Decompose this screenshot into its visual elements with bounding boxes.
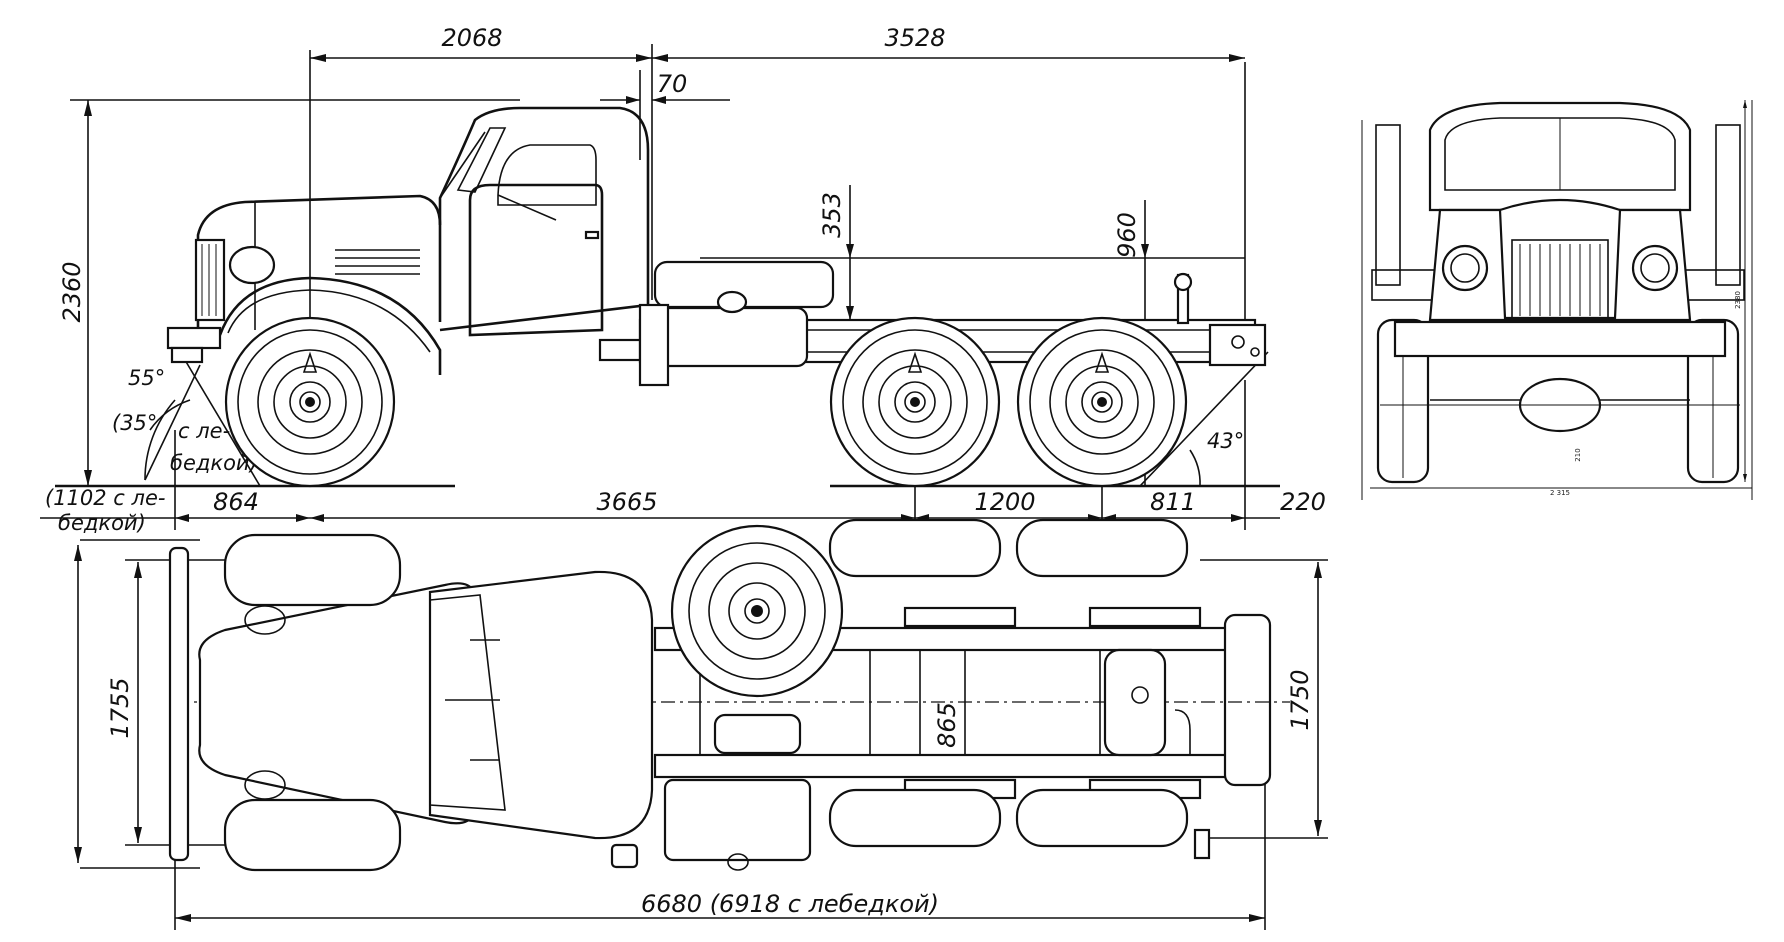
departure-angle: 43° [1139,351,1269,487]
dim-2068: 2068 [441,24,502,52]
front-view: 2380 2 315 210 [1361,100,1753,500]
tyre-top-right-1 [828,788,1002,848]
angle-55: 55° [128,366,165,390]
winch-note-2: бедкой) [170,451,258,475]
side-view: 2068 3528 70 2360 353 [40,24,1326,535]
top-view: 1755 1750 6680 (6918 с лебедкой) 865 [74,518,1328,930]
top-cab [168,533,654,872]
front-wheel [224,316,396,488]
top-tyres [828,518,1189,848]
dim-865: 865 [933,702,961,748]
dim-70: 70 [657,70,688,98]
rear-wheel-1 [829,316,1001,488]
tyre-top-left-1 [828,518,1002,578]
grille-bars [1519,244,1601,316]
dim-1200: 1200 [974,488,1035,516]
approach-angle: 55° (35° с ле- бедкой) [112,354,261,487]
dim-811: 811 [1150,488,1196,516]
cab-gap-dimension: 70 [600,70,730,160]
tyre-top-left-2 [1015,518,1189,578]
angle-43: 43° [1207,429,1244,453]
tyre-top-right-2 [1015,788,1189,848]
top-dimensions: 2068 3528 [309,24,1246,486]
dim-3665: 3665 [596,488,657,516]
dim-1750: 1750 [1286,669,1314,730]
dim-864: 864 [213,488,259,516]
dim-3528: 3528 [884,24,945,52]
front-overhang-winch-2: бедкой) [58,511,146,535]
dim-overall-length: 6680 (6918 с лебедкой) [641,890,939,918]
winch-note-1: с ле- [178,419,230,443]
dim-1755: 1755 [106,677,134,738]
dim-2360: 2360 [58,261,86,322]
front-dim-clearance: 210 [1574,448,1582,461]
height-dimension: 2360 [58,99,520,486]
overall-length-dimension: 6680 (6918 с лебедкой) [174,760,1266,930]
dim-960: 960 [1113,212,1141,258]
front-dim-width: 2 315 [1550,489,1570,497]
angle-35: (35° [112,411,157,435]
top-spare-wheel [670,524,844,698]
length-dimensions: (1102 с ле- бедкой) 864 3665 1200 811 22… [40,380,1326,535]
rear-wheel-2 [1016,316,1188,488]
front-overhang-winch-1: (1102 с ле- [45,486,165,510]
dim-353: 353 [818,192,846,238]
dim-220: 220 [1280,488,1326,516]
side-wheels [224,316,1188,488]
